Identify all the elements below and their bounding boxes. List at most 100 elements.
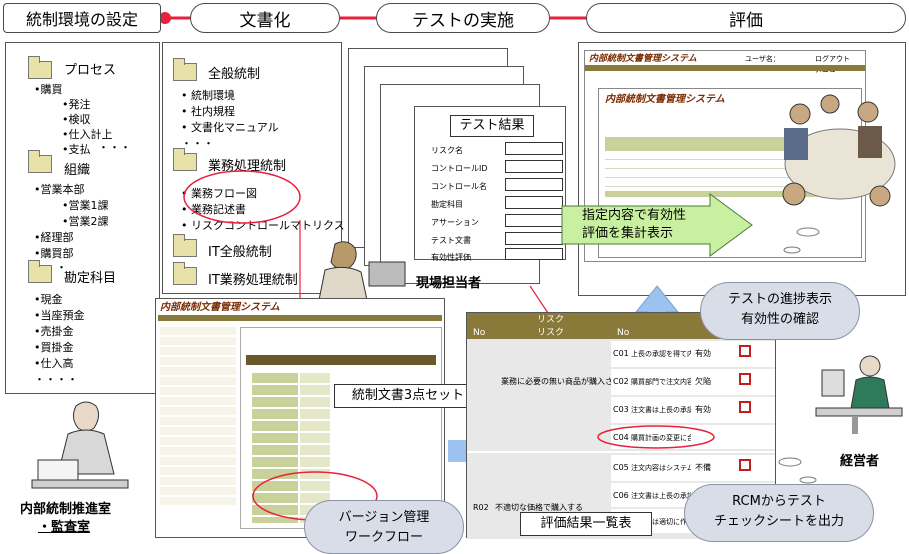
field-box <box>505 160 563 173</box>
audit-room-label: ・監査室 <box>38 520 91 535</box>
doc-system-screen: 内部統制文書管理システム <box>155 298 445 538</box>
it-general-title: IT全般統制 <box>208 245 272 260</box>
folder-icon <box>173 148 197 171</box>
field-staff-icon <box>318 241 406 300</box>
rcm-sub-eval: 不備 <box>695 463 711 472</box>
field-label: 勘定科目 <box>431 200 463 209</box>
environment-panel: プロセス •購買 •発注 •検収 •仕入計上 •支払 ・・・ 組織 •営業本部 … <box>5 42 160 394</box>
rcm-header-no: No <box>473 328 486 338</box>
cloud-rcm-line1: RCMからテスト <box>732 494 826 509</box>
flow-step-documentation: 文書化 <box>190 3 340 33</box>
rcm-sub-id: C02 <box>613 377 629 386</box>
cloud-version-line2: ワークフロー <box>344 530 423 545</box>
process-item: •仕入計上 <box>62 128 113 141</box>
rcm-row2-risk: 不適切な価格で購入する <box>495 503 583 512</box>
manager-label: 経営者 <box>840 454 880 469</box>
process-item: •検収 <box>62 113 91 126</box>
flow-step-environment-label: 統制環境の設定 <box>25 10 138 29</box>
business-control-title: 業務処理統制 <box>208 159 287 174</box>
rcm-sub-text: 注文内容はシステムでチェックされる <box>631 464 691 472</box>
rcm-header-no2: No <box>617 328 630 338</box>
rcm-sub-text: 注文書は適切に作成される <box>631 518 691 526</box>
general-control-item: • 社内規程 <box>181 105 235 118</box>
rcm-sub-text: 注文書は上長の承認を得て発行する <box>631 406 691 414</box>
cloud-rcm <box>684 484 874 542</box>
flow-step-testing: テストの実施 <box>376 3 550 33</box>
eval-olive-bar <box>585 65 865 71</box>
table-icon[interactable] <box>739 401 751 413</box>
folder-icon <box>173 234 197 257</box>
office-worker-icon <box>31 401 129 489</box>
cloud-version <box>304 500 464 554</box>
green-arrow <box>561 193 753 257</box>
cloud-progress-line1: テストの進捗表示 <box>727 292 832 307</box>
general-more: ・・・ <box>181 137 214 150</box>
eval-user-label: ユーザ名： <box>745 55 780 63</box>
cloud-rcm-line2: チェックシートを出力 <box>713 514 844 529</box>
rcm-row1-risk: 業務に必要の無い商品が購入される <box>501 377 629 386</box>
doc-green-grid <box>252 373 298 523</box>
rcm-sub-text: 購買計画の変更に合わせて発注数を見直す <box>631 434 691 442</box>
process-item: ・・・ <box>98 141 131 154</box>
account-item: •現金 <box>34 293 63 306</box>
general-item-text: 社内規程 <box>191 105 235 118</box>
process-item: •支払 <box>62 143 91 156</box>
flow-step-testing-label: テストの実施 <box>412 10 514 31</box>
eval-app-title: 内部統制文書管理システム <box>589 54 697 64</box>
green-arrow-text-2: 評価を集計表示 <box>582 226 674 241</box>
eval-front-title: 内部統制文書管理システム <box>605 94 725 105</box>
general-item-text: 統制環境 <box>191 89 235 102</box>
field-staff-label: 現場担当者 <box>416 276 482 291</box>
account-item: •売掛金 <box>34 325 74 338</box>
it-business-title: IT業務処理統制 <box>208 273 298 288</box>
rcm-sub-eval: 有効 <box>695 405 711 414</box>
table-icon[interactable] <box>739 373 751 385</box>
rcm-row2-no: R02 <box>473 503 489 512</box>
field-label: リスク名 <box>431 146 463 155</box>
doc-olive-strip <box>246 355 436 365</box>
general-control-item: • 統制環境 <box>181 89 235 102</box>
rcm-highlight <box>597 425 715 449</box>
business-control-item: • 業務記述書 <box>181 203 246 216</box>
table-icon[interactable] <box>739 345 751 357</box>
rcm-sub-id: C03 <box>613 405 629 414</box>
flow-step-evaluation-label: 評価 <box>729 10 763 31</box>
org-item: •経理部 <box>34 231 74 244</box>
cloud-version-line1: バージョン管理 <box>338 510 430 525</box>
field-box <box>505 196 563 209</box>
rcm-sub-eval: 有効 <box>695 349 711 358</box>
general-control-item: • 文書化マニュアル <box>181 121 279 134</box>
green-arrow-text-1: 指定内容で有効性 <box>582 208 687 223</box>
field-label: コントロールID <box>431 164 488 173</box>
eval-logout-label[interactable]: ログアウト <box>815 55 850 63</box>
org-title: 組織 <box>64 163 91 178</box>
folder-icon <box>28 150 52 173</box>
org-item: •営業2課 <box>62 215 109 228</box>
folder-icon <box>173 262 197 285</box>
internal-control-label: 内部統制推進室 <box>20 502 112 517</box>
field-label: コントロール名 <box>431 182 487 191</box>
test-result-title-text: テスト結果 <box>459 118 525 133</box>
doc-set-label: 統制文書3点セット <box>351 388 465 403</box>
table-icon[interactable] <box>739 459 751 471</box>
rcm-sub-id: C04 <box>613 433 629 442</box>
manager-icon <box>815 355 903 434</box>
field-label: テスト文書 <box>431 236 471 245</box>
org-item: •営業1課 <box>62 199 109 212</box>
rcm-sub-text: 注文書は上長の承認を得て発行する <box>631 492 691 500</box>
rcm-header-top <box>467 313 775 325</box>
cloud-progress-line2: 有効性の確認 <box>740 312 819 327</box>
test-result-sheet: テスト結果 リスク名 コントロールID コントロール名 勘定科目 アサーション … <box>414 106 566 262</box>
eval-list-label: 評価結果一覧表 <box>540 516 632 531</box>
doc-set-label-box: 統制文書3点セット <box>334 384 482 408</box>
account-title: 勘定科目 <box>64 271 117 286</box>
field-box <box>505 178 563 191</box>
doc-olive-bar <box>158 315 442 321</box>
folder-icon <box>28 260 52 283</box>
account-item: •当座預金 <box>34 309 85 322</box>
general-control-title: 全般統制 <box>208 67 261 82</box>
account-item: ・・・・ <box>34 373 78 386</box>
account-item: •仕入高 <box>34 357 74 370</box>
business-item-text: 業務フロー図 <box>191 187 257 200</box>
rcm-sub-text: 上長の承認を得て内容を確認する <box>631 350 691 358</box>
